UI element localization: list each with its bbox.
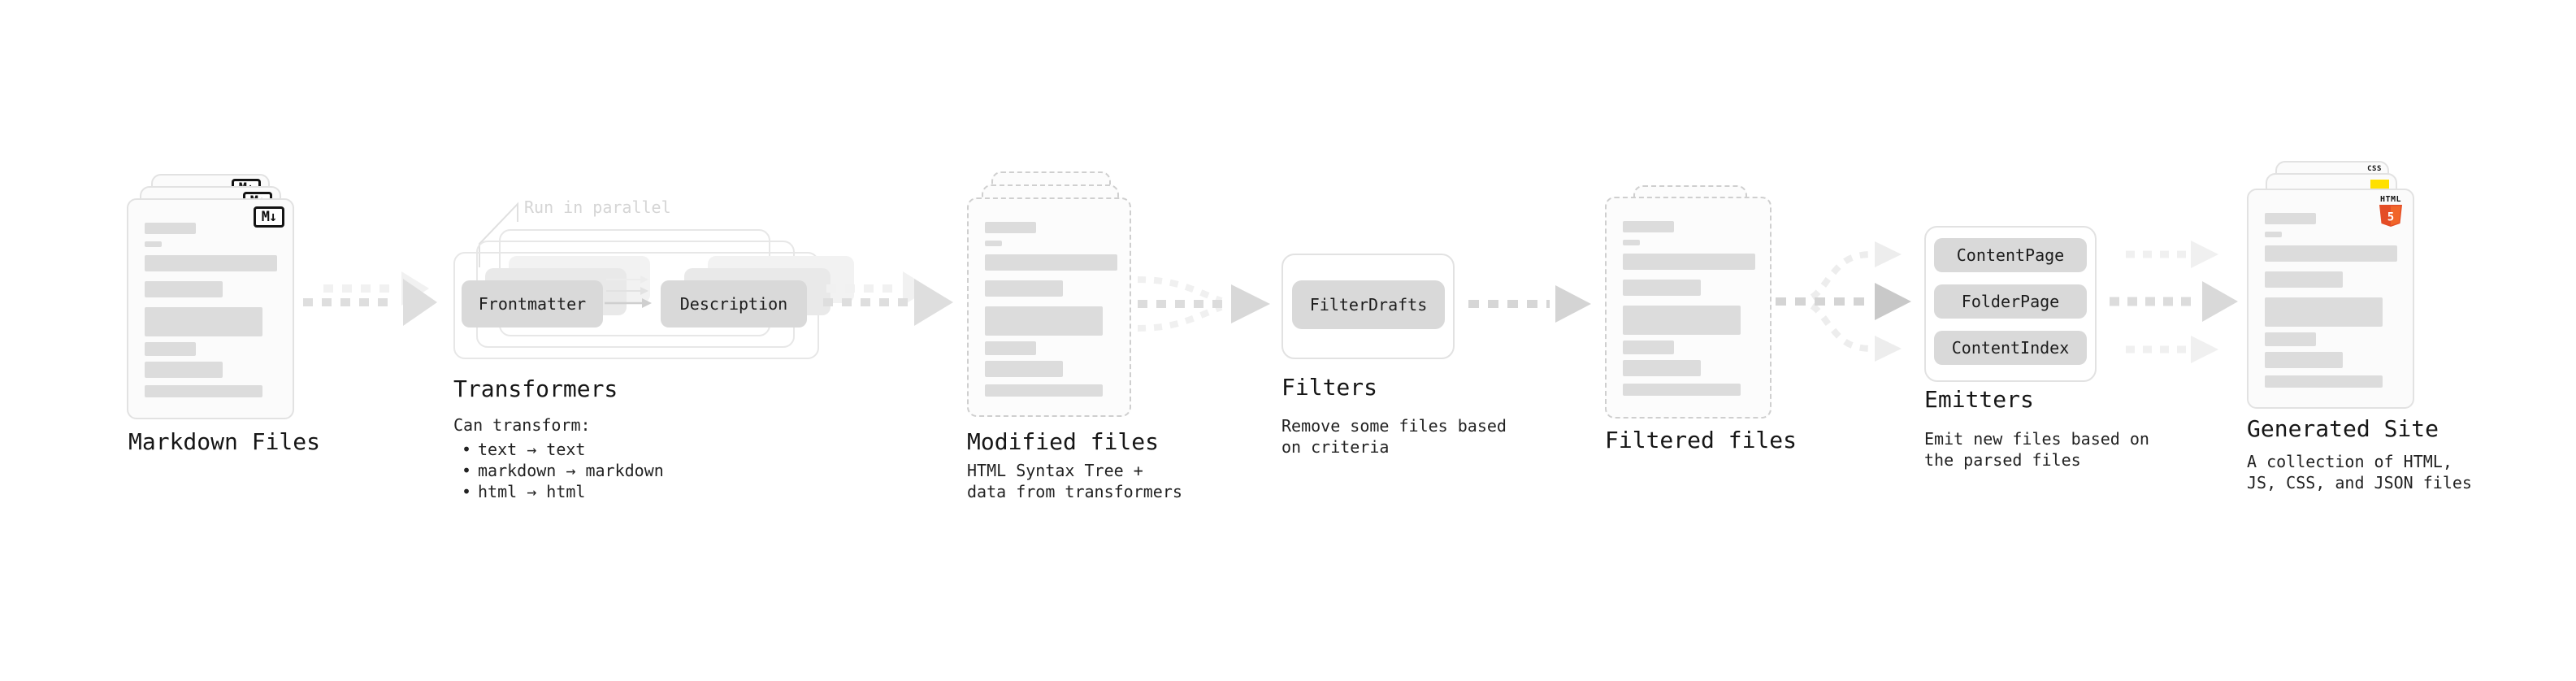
arrow-files-to-transformers bbox=[303, 271, 437, 326]
text-line-placeholder bbox=[145, 385, 262, 397]
modified-file-card-front bbox=[967, 197, 1131, 417]
emitters-label: Emitters bbox=[1924, 386, 2034, 413]
transform-md-to-md: markdown → markdown bbox=[478, 461, 664, 480]
html5-icon: HTML 5 bbox=[2379, 195, 2403, 227]
text-line-placeholder bbox=[985, 361, 1063, 377]
markdown-file-card-front: M↓ bbox=[127, 198, 294, 419]
text-line-placeholder bbox=[145, 223, 196, 234]
can-transform-heading: Can transform: bbox=[453, 415, 591, 435]
css-icon-label: CSS bbox=[2367, 165, 2382, 173]
filterdrafts-node: FilterDrafts bbox=[1292, 280, 1445, 329]
arrow-transformers-to-modified bbox=[823, 271, 953, 326]
text-line-placeholder bbox=[985, 222, 1036, 233]
text-line-placeholder bbox=[1623, 384, 1741, 396]
html5-shield: 5 bbox=[2379, 205, 2402, 227]
transform-html-to-html: html → html bbox=[478, 482, 586, 501]
bullet-dot: • bbox=[462, 461, 472, 480]
text-line-placeholder bbox=[145, 241, 162, 247]
filters-caption: Remove some files based on criteria bbox=[1281, 416, 1507, 457]
text-line-placeholder bbox=[1623, 360, 1701, 376]
generated-site-label: Generated Site bbox=[2247, 415, 2439, 442]
bullet-dot: • bbox=[462, 440, 472, 459]
text-line-placeholder bbox=[985, 254, 1117, 271]
generated-site-caption: A collection of HTML, JS, CSS, and JSON … bbox=[2247, 452, 2472, 492]
text-line-placeholder bbox=[2265, 297, 2383, 327]
html5-icon-label: HTML bbox=[2379, 195, 2402, 204]
text-line-placeholder bbox=[145, 255, 277, 271]
text-line-placeholder bbox=[985, 241, 1002, 246]
text-line-placeholder bbox=[985, 280, 1063, 297]
text-line-placeholder bbox=[2265, 245, 2397, 262]
arrow-modified-to-filters bbox=[1137, 276, 1270, 332]
run-in-parallel-callout: Run in parallel bbox=[524, 197, 671, 217]
site-file-card-html: HTML 5 bbox=[2247, 189, 2414, 409]
text-line-placeholder bbox=[1623, 240, 1640, 245]
html5-icon-number: 5 bbox=[2387, 211, 2394, 224]
modified-files-caption: HTML Syntax Tree + data from transformer… bbox=[967, 461, 1182, 501]
description-node: Description bbox=[661, 280, 807, 327]
text-line-placeholder bbox=[2265, 332, 2316, 346]
folderpage-node: FolderPage bbox=[1934, 284, 2087, 319]
markdown-icon-label: M↓ bbox=[261, 209, 278, 225]
text-line-placeholder bbox=[145, 362, 223, 378]
frontmatter-node: Frontmatter bbox=[462, 280, 603, 327]
modified-files-label: Modified files bbox=[967, 428, 1160, 455]
parallel-mini-arrows bbox=[605, 275, 652, 308]
text-line-placeholder bbox=[2265, 271, 2343, 288]
transform-list-item: • markdown → markdown bbox=[453, 460, 664, 481]
markdown-files-label: Markdown Files bbox=[128, 428, 321, 455]
text-line-placeholder bbox=[145, 342, 196, 356]
js-icon bbox=[2370, 180, 2389, 189]
text-line-placeholder bbox=[1623, 306, 1741, 335]
text-line-placeholder bbox=[1623, 280, 1701, 296]
text-line-placeholder bbox=[145, 307, 262, 336]
emitters-caption: Emit new files based on the parsed files bbox=[1924, 429, 2149, 470]
text-line-placeholder bbox=[2265, 213, 2316, 224]
arrow-filtered-to-emitters bbox=[1776, 241, 1911, 362]
text-line-placeholder bbox=[985, 341, 1036, 355]
text-line-placeholder bbox=[985, 384, 1103, 397]
filters-label: Filters bbox=[1281, 374, 1378, 401]
text-line-placeholder bbox=[145, 281, 223, 297]
contentpage-node: ContentPage bbox=[1934, 238, 2087, 272]
text-line-placeholder bbox=[985, 306, 1103, 336]
text-line-placeholder bbox=[2265, 232, 2282, 237]
transformers-caption: Can transform: • text → text • markdown → … bbox=[453, 414, 664, 502]
arrow-filters-to-filtered bbox=[1468, 285, 1591, 323]
text-line-placeholder bbox=[1623, 221, 1674, 232]
text-line-placeholder bbox=[1623, 254, 1755, 270]
bullet-dot: • bbox=[462, 482, 472, 501]
text-line-placeholder bbox=[1623, 340, 1674, 354]
markdown-icon: M↓ bbox=[254, 206, 284, 228]
transform-text-to-text: text → text bbox=[478, 440, 586, 459]
transform-list: • text → text • markdown → markdown • html … bbox=[453, 439, 664, 502]
transformers-label: Transformers bbox=[453, 375, 618, 402]
callout-line bbox=[479, 202, 518, 267]
contentindex-node: ContentIndex bbox=[1934, 331, 2087, 365]
transform-list-item: • html → html bbox=[453, 481, 664, 502]
text-line-placeholder bbox=[2265, 375, 2383, 388]
text-line-placeholder bbox=[2265, 352, 2343, 368]
filtered-files-label: Filtered files bbox=[1605, 427, 1798, 453]
transform-list-item: • text → text bbox=[453, 439, 664, 460]
arrow-emitters-to-site bbox=[2110, 241, 2238, 363]
filtered-file-card-front bbox=[1605, 197, 1772, 419]
